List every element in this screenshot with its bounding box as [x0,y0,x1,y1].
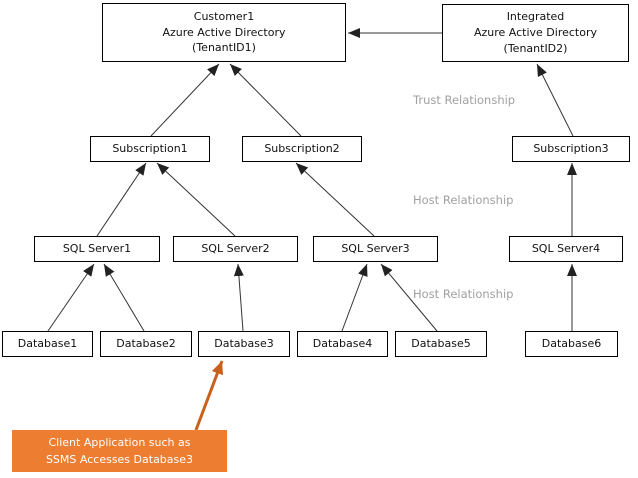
edge-subscription1-to-customer1 [150,63,220,137]
node-database5: Database5 [395,331,487,357]
edge-subscription2-to-customer1 [229,63,302,137]
node-customer1-aad-tenant: Customer1 Azure Active Directory (Tenant… [102,3,346,62]
node-sql-server1: SQL Server1 [34,236,160,262]
edge-database1-to-sqlserver1 [47,263,95,332]
edge-sqlserver2-to-subscription1 [156,162,236,237]
label-host-relationship-upper: Host Relationship [413,193,514,207]
node-database6: Database6 [525,331,618,357]
node-client-application-callout: Client Application such as SSMS Accesses… [12,430,227,472]
edge-database2-to-sqlserver1 [103,263,145,332]
node-subscription3: Subscription3 [512,136,630,162]
edge-sqlserver1-to-subscription1 [96,162,147,237]
label-trust-relationship: Trust Relationship [413,93,516,107]
node-sql-server2: SQL Server2 [173,236,298,262]
edge-database4-to-sqlserver3 [341,263,368,332]
edge-sqlserver3-to-subscription2 [295,162,375,237]
node-database4: Database4 [297,331,388,357]
node-integrated-aad-tenant: Integrated Azure Active Directory (Tenan… [442,4,629,62]
edge-subscription3-to-integrated [536,63,574,137]
node-subscription1: Subscription1 [90,136,210,162]
label-host-relationship-lower: Host Relationship [413,287,514,301]
node-sql-server4: SQL Server4 [509,236,623,262]
node-sql-server3: SQL Server3 [313,236,438,262]
node-database2: Database2 [100,331,192,357]
edge-clientapp-to-database3 [194,360,224,431]
node-database1: Database1 [2,331,93,357]
node-subscription2: Subscription2 [242,136,362,162]
edge-database3-to-sqlserver2 [233,263,244,332]
node-database3: Database3 [198,331,290,357]
